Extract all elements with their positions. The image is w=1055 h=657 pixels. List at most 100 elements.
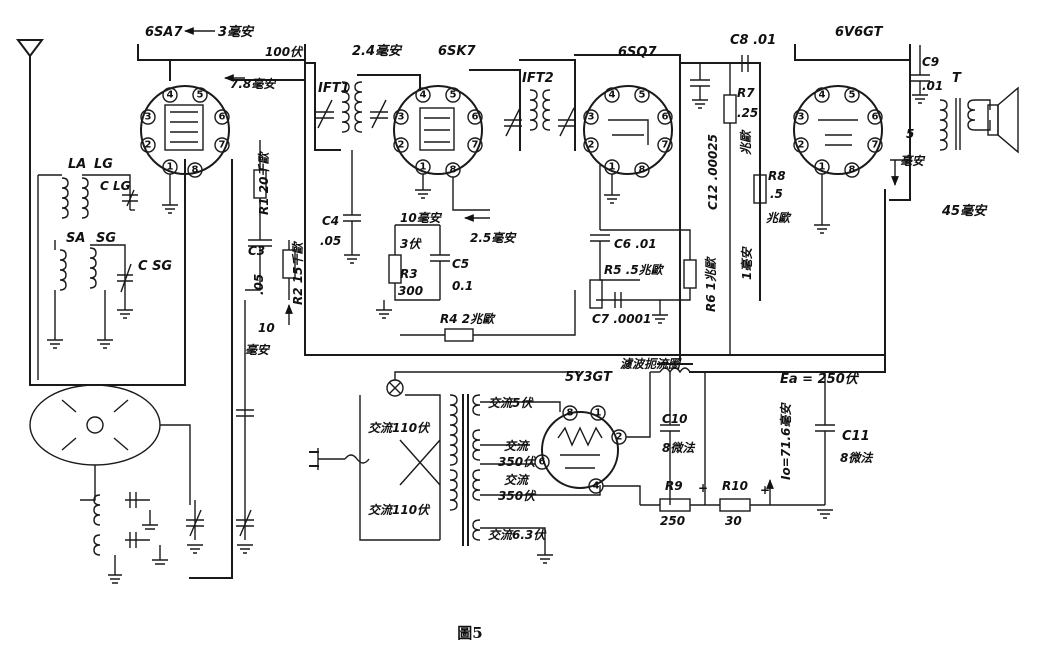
tube-pins-5y3gt: 8 1 2 6 4 [534, 405, 627, 494]
label-ac350b: 交流 [504, 473, 530, 487]
pin-4: 4 [609, 90, 616, 101]
antenna-coil-lg [81, 174, 138, 219]
power-plug [309, 448, 370, 470]
label-ac110b: 交流110伏 [368, 503, 431, 517]
tube-label-6sk7: 6SK7 [438, 44, 476, 59]
tube-pins-6sk7: 4 5 3 6 2 7 1 8 [393, 87, 483, 178]
capacitor-c8 [741, 55, 749, 72]
label-sa: SA [66, 231, 85, 246]
label-c6: C6 .01 [614, 237, 657, 251]
pin-4: 4 [593, 481, 600, 492]
label-plus-a: + [698, 481, 708, 495]
label-plus-b: + [760, 483, 770, 497]
label-clg: C LG [100, 179, 131, 193]
label-lg: LG [94, 157, 113, 172]
resistor-r8 [753, 174, 767, 230]
label-current-78: 7.8毫安 [230, 77, 277, 91]
label-ac63: 交流6.3伏 [488, 528, 547, 542]
label-choke: 濾波扼流圈 [620, 357, 682, 371]
tube-label-6v6gt: 6V6GT [835, 25, 884, 40]
label-r7-val: .25 [737, 106, 758, 120]
label-c12: C12 .00025 [706, 134, 720, 210]
resistor-r1 [245, 140, 272, 291]
pin-4: 4 [167, 90, 174, 101]
pin-3: 3 [145, 112, 152, 123]
label-c7: C7 .0001 [592, 312, 651, 326]
pin-1: 1 [609, 162, 616, 173]
output-stage [890, 45, 1019, 161]
label-ma45: 45毫安 [941, 203, 988, 219]
label-ma5-unit: 毫安 [900, 154, 926, 168]
pin-7: 7 [472, 140, 479, 151]
tube-pins-6v6gt: 4 5 3 6 2 7 1 8 [793, 87, 883, 178]
ift2-transformer [504, 89, 576, 137]
pin-5: 5 [450, 90, 457, 101]
label-c10-val: 8微法 [662, 441, 696, 455]
label-ac350a-val: 350伏 [498, 455, 537, 469]
power-wiring [359, 394, 441, 541]
pin-2: 2 [798, 140, 805, 151]
label-current-3ma: 3毫安 [218, 24, 255, 40]
label-ac350b-val: 350伏 [498, 489, 537, 503]
power-transformer [449, 394, 601, 564]
band-switch [29, 384, 191, 505]
label-ma5: 5 [906, 127, 914, 141]
label-ac110a: 交流110伏 [368, 421, 431, 435]
tube-pins-6sa7: 4 5 3 6 2 7 1 8 [140, 87, 230, 178]
component-labels: 6SA7 3毫安 100伏 7.8毫安 2.4毫安 6SK7 IFT1 LA L… [66, 24, 988, 542]
tube-6sa7: 4 5 3 6 2 7 1 8 [140, 85, 230, 214]
oscillator-coils [93, 300, 254, 584]
label-output-transformer: T [952, 71, 962, 86]
label-current-25: 2.5毫安 [470, 231, 517, 245]
cathode-network-r3-c5 [376, 224, 450, 319]
pin-6: 6 [872, 112, 879, 123]
pin-5: 5 [639, 90, 646, 101]
pin-7: 7 [872, 140, 879, 151]
label-r10: R10 [722, 479, 748, 493]
label-ea: Ea = 250伏 [780, 371, 860, 387]
label-r2: R2 15千歐 [291, 241, 305, 305]
label-r9-val: 250 [660, 514, 685, 528]
tube-label-6sa7: 6SA7 [145, 25, 183, 40]
tube-pins-6sq7: 4 5 3 6 2 7 1 8 [583, 87, 673, 178]
label-current-10-unit: 毫安 [245, 343, 271, 357]
pin-1: 1 [595, 408, 602, 419]
label-voltage-100: 100伏 [265, 45, 304, 59]
tube-6sk7: 4 5 3 6 2 7 1 8 [393, 85, 490, 211]
label-r1: R1 20千歐 [257, 151, 271, 215]
label-r8-val: .5 [770, 187, 783, 201]
label-r5: R5 .5兆歐 [604, 263, 665, 277]
label-c9: C9 [922, 55, 939, 69]
pin-4: 4 [819, 90, 826, 101]
label-c11: C11 [842, 429, 870, 444]
tube-6sq7: 4 5 3 6 2 7 1 8 [583, 85, 673, 204]
antenna-coil-la [37, 174, 69, 380]
pin-8: 8 [450, 165, 457, 176]
pin-4: 4 [420, 90, 427, 101]
pin-1: 1 [819, 162, 826, 173]
pin-8: 8 [192, 165, 199, 176]
label-r4: R4 2兆歐 [440, 312, 496, 326]
pin-3: 3 [398, 112, 405, 123]
label-csg: C SG [138, 259, 172, 274]
label-ma1: 1毫安 [740, 246, 754, 280]
label-r9: R9 [665, 479, 683, 493]
label-c11-val: 8微法 [840, 451, 874, 465]
label-r3: R3 [400, 267, 418, 281]
label-ift2: IFT2 [522, 71, 554, 86]
pin-7: 7 [662, 140, 669, 151]
capacitor-c10 [660, 372, 680, 505]
pin-2: 2 [588, 140, 595, 151]
pin-7: 7 [219, 140, 226, 151]
label-c8: C8 .01 [730, 33, 776, 48]
label-v3: 3伏 [400, 237, 422, 251]
label-r8-unit: 兆歐 [766, 211, 792, 225]
antenna-coil-sa [47, 240, 67, 349]
label-r7-unit: 兆歐 [739, 129, 753, 155]
pin-1: 1 [167, 162, 174, 173]
antenna-coil-sg [89, 244, 133, 349]
label-current-10ma: 10毫安 [400, 211, 443, 225]
label-r7: R7 [737, 86, 755, 100]
label-ac5: 交流5伏 [488, 396, 534, 410]
